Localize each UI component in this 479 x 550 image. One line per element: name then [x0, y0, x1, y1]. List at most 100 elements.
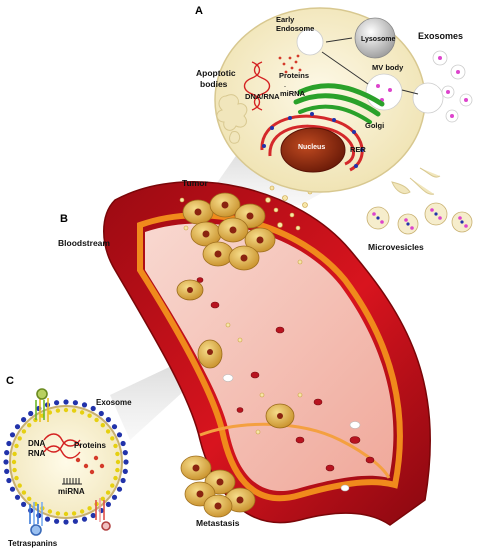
microvesicles	[366, 202, 473, 235]
lipid-head	[81, 516, 88, 522]
lipid-head	[113, 475, 118, 481]
exosome-mirna-label: miRNA	[58, 487, 85, 496]
secreting-cell	[214, 7, 444, 193]
lipid-head	[72, 400, 78, 406]
lipid-head	[111, 424, 118, 430]
lipid-head	[21, 490, 27, 495]
lipid-head	[110, 483, 115, 488]
lipid-head	[54, 400, 60, 406]
lipid-head	[21, 429, 27, 434]
lipid-head	[123, 459, 129, 465]
lipid-head	[100, 496, 106, 501]
lipid-head	[63, 519, 69, 525]
lipid-head	[17, 483, 22, 488]
lipid-head	[4, 468, 10, 474]
blood-vessel	[103, 181, 431, 526]
lipid-head	[27, 496, 32, 501]
exosome-title: Exosome	[96, 398, 132, 407]
lipid-bilayer	[3, 399, 129, 525]
rer-label: RER	[350, 145, 366, 154]
lipid-head	[79, 410, 85, 415]
ribosomes	[262, 112, 364, 168]
exosome-dna-icon	[43, 433, 81, 459]
vessel-edge	[137, 212, 403, 502]
tetraspanins-label: Tetraspanins	[8, 539, 58, 548]
lipid-head	[12, 451, 17, 457]
apoptotic-bodies	[216, 94, 248, 144]
lipid-head	[79, 509, 85, 514]
lipid-head	[12, 467, 17, 473]
lipid-head	[90, 405, 96, 412]
lipid-head	[63, 407, 69, 413]
tetraspanin-right	[95, 498, 111, 531]
rer	[260, 114, 364, 172]
lipid-head	[4, 450, 10, 456]
circulating-tumor-cells	[176, 279, 295, 429]
early-endosome-label: Early	[276, 15, 295, 24]
microvesicles-label: Microvesicles	[368, 242, 424, 252]
lipid-head	[21, 501, 27, 507]
lipid-head	[47, 509, 53, 514]
tumor-label: Tumor	[182, 178, 209, 188]
lipid-head	[105, 501, 111, 507]
lipid-head	[110, 436, 115, 441]
lipid-head	[87, 413, 92, 418]
lipid-head	[28, 410, 34, 417]
panel-c-label: C	[6, 375, 14, 387]
lipid-head	[115, 451, 120, 457]
early-endosome	[296, 28, 324, 56]
pathway-arrows	[321, 37, 419, 95]
tetraspanin-bottom	[29, 502, 43, 536]
lipid-head	[55, 511, 61, 516]
lipid-head	[116, 432, 123, 438]
tumor-cluster	[182, 192, 276, 271]
dna-helix-icon	[243, 61, 271, 111]
mirna-label: miRNA	[280, 89, 306, 98]
lipid-head	[44, 516, 51, 522]
lipid-head	[14, 494, 21, 500]
lipid-head	[122, 450, 128, 456]
lipid-head	[6, 477, 12, 484]
lysosome-label: Lysosome	[361, 36, 395, 43]
lipid-head	[55, 408, 61, 413]
lipid-head	[111, 494, 118, 500]
vessel-rim-inner	[199, 422, 391, 479]
lipid-head	[9, 432, 16, 438]
exosomes-label: Exosomes	[418, 31, 463, 41]
lipid-head	[11, 459, 17, 465]
lipid-head	[115, 459, 121, 465]
lipid-head	[14, 443, 19, 449]
exosome-proteins-label: Proteins	[74, 441, 107, 450]
exosome-detail	[3, 388, 129, 536]
lipid-head	[115, 467, 120, 473]
tumor-cell	[244, 227, 276, 253]
metastasis-cluster	[180, 455, 256, 518]
lipid-head	[47, 410, 53, 415]
lipid-head	[94, 417, 99, 423]
lipid-head	[71, 511, 77, 516]
metastatic-cell	[203, 494, 233, 518]
lipid-head	[116, 486, 123, 492]
exosome-lumen	[9, 405, 123, 519]
nucleus	[280, 127, 346, 173]
proteins-label: Proteins	[279, 71, 309, 80]
lipid-head	[3, 459, 9, 465]
panel-b-label: B	[60, 213, 68, 225]
mv-body-label: MV body	[372, 63, 404, 72]
lipid-head	[98, 410, 104, 417]
tumor-cell	[217, 217, 249, 243]
protein-dots	[278, 54, 302, 74]
lipid-head	[6, 440, 12, 447]
lipid-head	[27, 423, 32, 428]
early-endosome-label-2: Endosome	[276, 24, 314, 33]
lipid-head	[81, 402, 88, 408]
golgi-label: Golgi	[365, 121, 384, 130]
lipid-head	[54, 518, 60, 524]
lipid-head	[14, 475, 19, 481]
microvesicle-buds	[391, 167, 441, 195]
mirna-glyph: -	[284, 84, 286, 90]
exosome-protein-dots	[75, 455, 105, 475]
lipid-head	[120, 440, 126, 447]
lipid-head	[71, 408, 77, 413]
